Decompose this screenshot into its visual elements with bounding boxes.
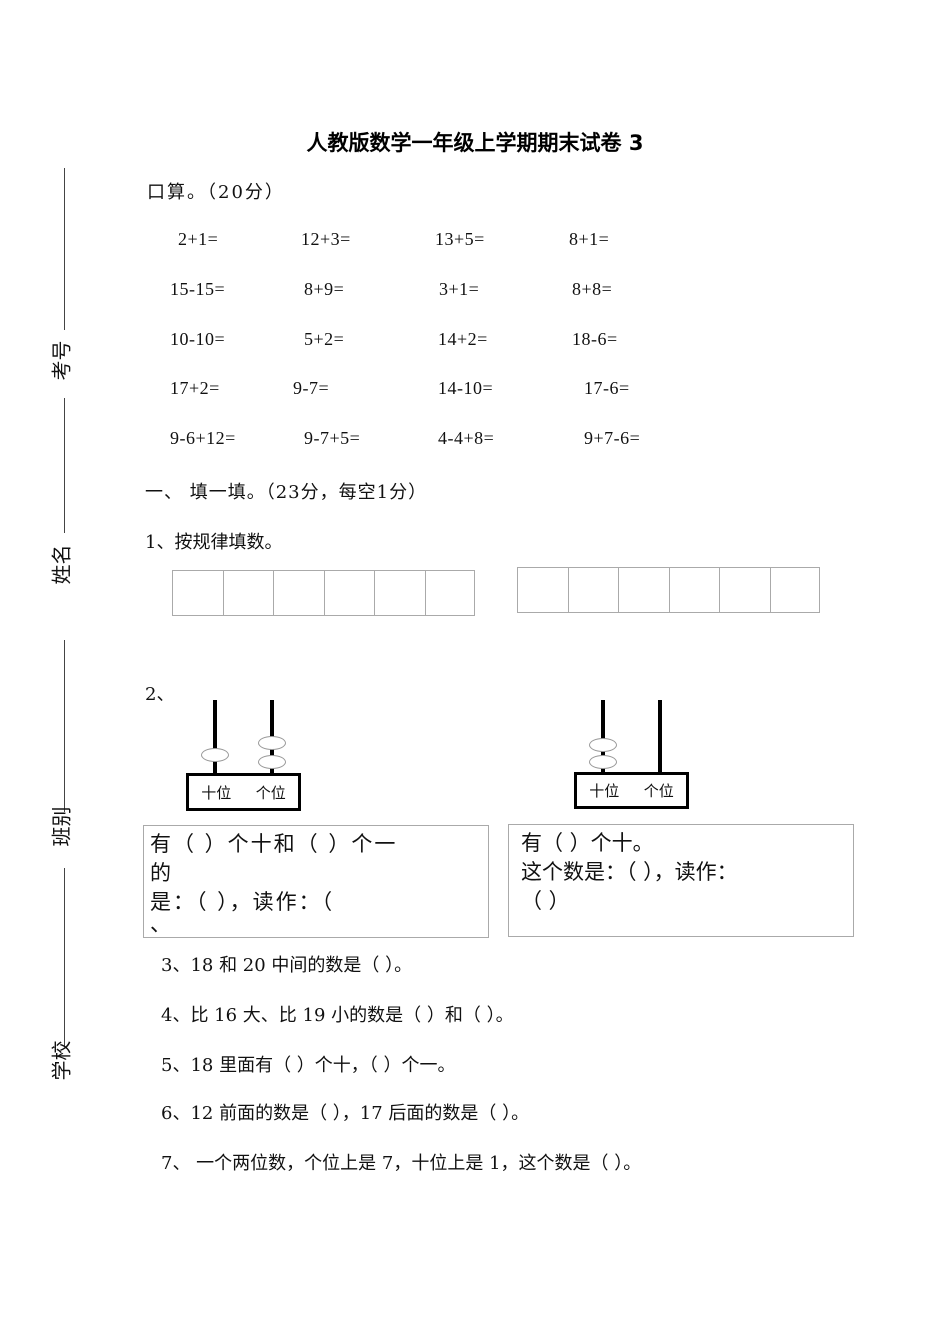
answer-line: （ ）: [521, 889, 570, 913]
oral-item: 12+3=: [301, 229, 351, 249]
sequence-cell[interactable]: [518, 568, 569, 612]
name-line: [64, 398, 65, 533]
tens-bead: [589, 755, 617, 769]
page-title: 人教版数学一年级上学期期末试卷 3: [306, 131, 644, 155]
oral-item: 17-6=: [584, 378, 630, 398]
oral-item: 3+1=: [439, 279, 480, 299]
question-4: 4、比 16 大、比 19 小的数是（ ）和（ ）。: [161, 1005, 514, 1026]
oral-item: 2+1=: [178, 229, 219, 249]
ones-place-label: 个位: [643, 782, 674, 800]
oral-item: 9+7-6=: [584, 428, 641, 448]
ones-bead: [258, 755, 286, 769]
tens-bead: [201, 748, 229, 762]
sequence-cell[interactable]: [173, 571, 224, 615]
sequence-grid-right: [517, 567, 820, 613]
sequence-cell[interactable]: [670, 568, 720, 612]
school-line: [64, 868, 65, 1046]
oral-item: 8+8=: [572, 279, 613, 299]
answer-line: 的: [150, 861, 171, 885]
oral-item: 8+9=: [304, 279, 345, 299]
oral-item: 14-10=: [438, 378, 494, 398]
abacus-base: 十位 个位: [186, 773, 301, 811]
oral-item: 9-7+5=: [304, 428, 361, 448]
oral-heading: 口算。（20分）: [147, 182, 285, 203]
tens-bead: [589, 738, 617, 752]
oral-item: 18-6=: [572, 329, 618, 349]
section1-heading: 一、 填一填。（23分，每空1分）: [145, 482, 428, 503]
class-line: [64, 640, 65, 812]
answer-box-left: 有（ ）个十和（ ）个一 的 是：（ ），读作：（ 、: [143, 825, 489, 938]
oral-item: 9-7=: [293, 378, 330, 398]
tens-place-label: 十位: [589, 782, 620, 800]
sequence-cell[interactable]: [274, 571, 325, 615]
oral-item: 13+5=: [435, 229, 485, 249]
sequence-cell[interactable]: [720, 568, 771, 612]
sequence-cell[interactable]: [569, 568, 619, 612]
ones-bead: [258, 736, 286, 750]
question-1: 1、按规律填数。: [145, 532, 283, 553]
oral-item: 17+2=: [170, 378, 220, 398]
sequence-cell[interactable]: [426, 571, 475, 615]
sequence-cell[interactable]: [325, 571, 375, 615]
label-class: 班别: [49, 806, 74, 847]
sequence-cell[interactable]: [375, 571, 426, 615]
question-7: 7、 一个两位数，个位上是 7，十位上是 1，这个数是（ ）。: [161, 1153, 642, 1174]
exam-number-line: [64, 168, 65, 330]
ones-rod: [658, 700, 662, 774]
answer-box-right: 有（ ）个十。 这个数是：（ ），读作： （ ）: [508, 824, 854, 937]
oral-item: 10-10=: [170, 329, 226, 349]
tens-rod: [601, 700, 605, 774]
question-6: 6、12 前面的数是（ ），17 后面的数是（ ）。: [161, 1103, 530, 1124]
sequence-cell[interactable]: [224, 571, 274, 615]
label-school: 学校: [49, 1040, 74, 1081]
oral-item: 8+1=: [569, 229, 610, 249]
sequence-grid-left: [172, 570, 475, 616]
answer-line: 有（ ）个十。: [521, 831, 654, 855]
label-exam-number: 考号: [49, 340, 74, 381]
tens-rod: [213, 700, 217, 775]
answer-line: 有（ ）个十和（ ）个一: [150, 832, 398, 856]
answer-line: 这个数是：（ ），读作：: [521, 860, 738, 884]
oral-item: 14+2=: [438, 329, 488, 349]
answer-line: 、: [150, 912, 171, 936]
oral-item: 9-6+12=: [170, 428, 236, 448]
oral-item: 15-15=: [170, 279, 226, 299]
question-3: 3、18 和 20 中间的数是（ ）。: [161, 955, 413, 976]
oral-item: 4-4+8=: [438, 428, 495, 448]
ones-place-label: 个位: [255, 783, 286, 802]
question-2-label: 2、: [145, 684, 175, 705]
answer-line: 是：（ ），读作：（: [150, 890, 335, 914]
question-5: 5、18 里面有（ ）个十，（ ）个一。: [161, 1055, 456, 1076]
sequence-cell[interactable]: [771, 568, 820, 612]
label-name: 姓名: [49, 544, 74, 585]
tens-place-label: 十位: [201, 783, 232, 802]
oral-item: 5+2=: [304, 329, 345, 349]
sequence-cell[interactable]: [619, 568, 670, 612]
abacus-base: 十位 个位: [574, 772, 689, 809]
